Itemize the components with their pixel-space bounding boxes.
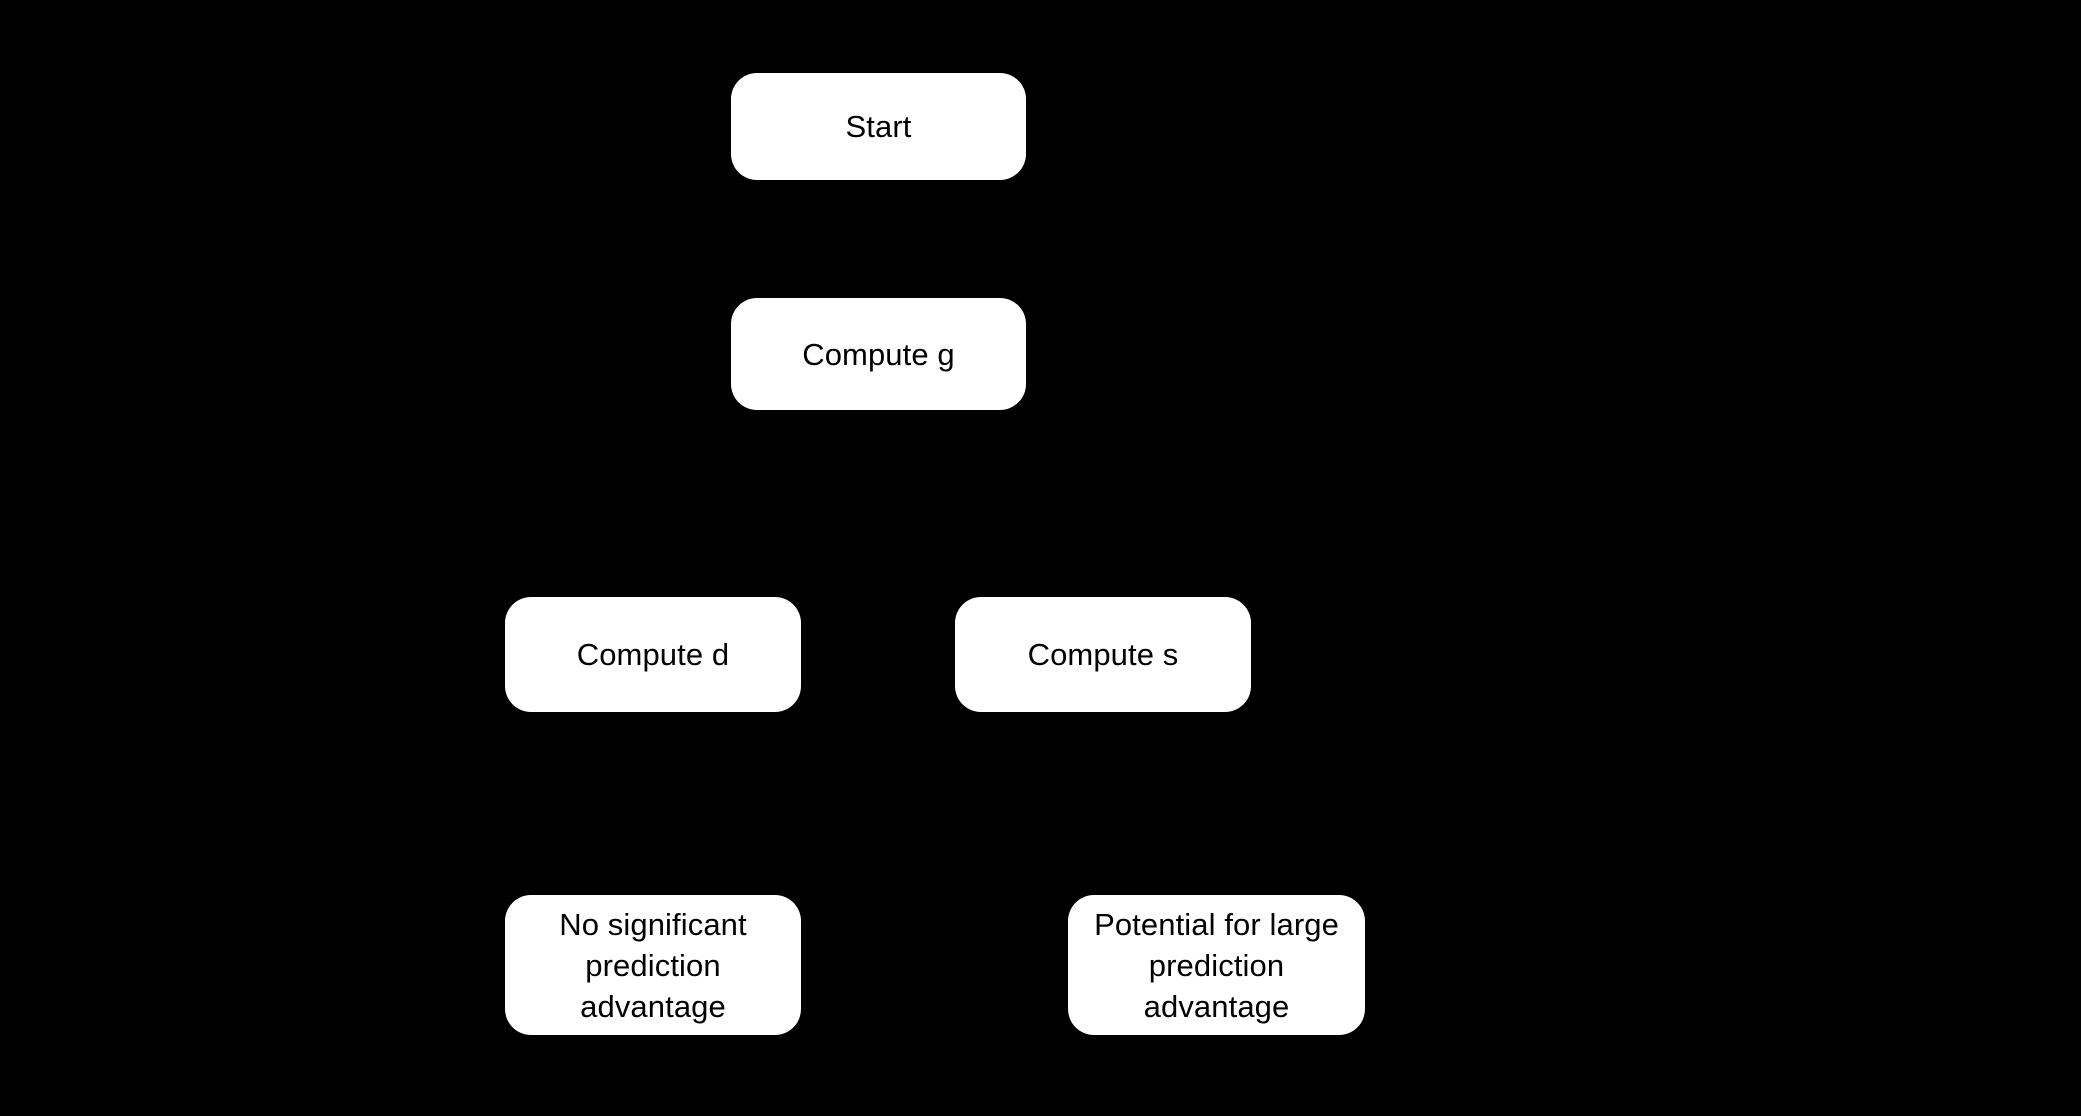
node-no-advantage-label: No significant prediction advantage <box>559 906 747 1024</box>
edge-compute-s-to-large-advantage <box>1101 712 1227 898</box>
node-start[interactable]: Start <box>731 73 1026 180</box>
node-compute-g-label: Compute g <box>802 336 955 372</box>
edge-compute-g-to-compute-s <box>876 410 1114 600</box>
node-large-advantage-label: Potential for large prediction advantage <box>1094 906 1339 1024</box>
node-compute-d[interactable]: Compute d <box>505 597 801 712</box>
node-start-label: Start <box>845 109 912 144</box>
node-compute-g[interactable]: Compute g <box>731 298 1026 410</box>
edge-compute-g-to-compute-d <box>642 410 880 600</box>
node-compute-s[interactable]: Compute s <box>955 597 1251 712</box>
node-compute-d-label: Compute d <box>576 637 730 672</box>
node-no-significant-prediction-advantage[interactable]: No significant prediction advantage <box>505 895 801 1035</box>
node-potential-for-large-prediction-advantage[interactable]: Potential for large prediction advantage <box>1068 895 1365 1035</box>
node-compute-s-label: Compute s <box>1027 637 1179 672</box>
